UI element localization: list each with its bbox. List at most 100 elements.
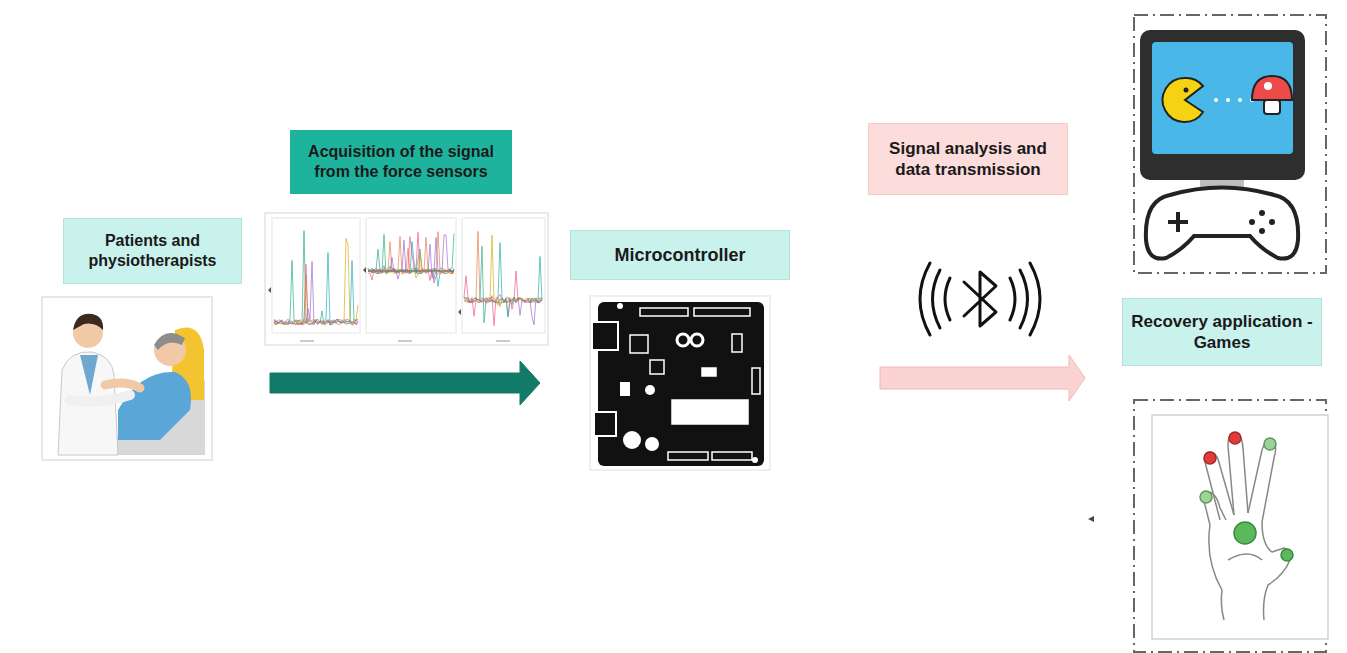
game-icon: [1249, 219, 1255, 225]
game-icon: [1269, 219, 1275, 225]
microcontroller-board: [620, 382, 630, 396]
application-label-box: Recovery application - Games: [1122, 298, 1322, 366]
node-frame: Patients and physiotherapists: [42, 218, 242, 460]
hand-icon: [1204, 452, 1216, 464]
signal-traces: [464, 271, 542, 326]
microcontroller-board: [592, 322, 618, 350]
game-icon: [1252, 76, 1292, 100]
bluetooth-symbol: [1010, 278, 1015, 320]
microcontroller-board: [645, 385, 655, 395]
node-frame: Microcontroller: [570, 230, 790, 470]
signal-traces: [274, 238, 358, 324]
hand-icon: [1203, 492, 1226, 590]
node-label: Recovery application - Games: [1131, 311, 1313, 354]
node-label: Acquisition of the signal from the force…: [299, 142, 503, 182]
hand-icon: [1200, 491, 1212, 503]
node-frame: Recovery application - Games: [1122, 298, 1322, 398]
signal-plot: [265, 213, 548, 345]
bluetooth-symbol: [945, 278, 950, 320]
bluetooth-symbol: [920, 263, 1040, 335]
hand-icon: [1152, 415, 1328, 639]
hand-icon: [1262, 522, 1290, 620]
signal-traces: [368, 232, 454, 283]
hand-icon: [1264, 438, 1276, 450]
game-icon: [1264, 82, 1272, 90]
microcontroller-board: [650, 360, 664, 374]
flow-arrow: [880, 355, 1085, 401]
game-icon: [1259, 210, 1265, 216]
microcontroller-board: [630, 308, 760, 460]
process-label-box: Acquisition of the signal from the force…: [290, 130, 512, 194]
microcontroller-board: [694, 308, 750, 316]
patient-illustration: [80, 355, 98, 395]
small-marker: [1088, 516, 1094, 522]
game-icon: [1264, 100, 1280, 114]
game-icon: [1134, 15, 1326, 273]
bluetooth-symbol: [1030, 263, 1040, 335]
microcontroller-board: [732, 334, 742, 352]
signal-plot: [272, 218, 360, 333]
patient-illustration: [105, 383, 140, 388]
actor-label-box: Patients and physiotherapists: [63, 218, 242, 284]
hand-icon: [1234, 522, 1256, 544]
patient-illustration: [42, 297, 212, 460]
node-label: Microcontroller: [614, 244, 745, 267]
game-icon: [1226, 98, 1230, 102]
signal-plot: [366, 218, 456, 333]
game-icon: [1238, 98, 1242, 102]
game-icon: [1152, 42, 1293, 154]
microcontroller-board: [598, 302, 764, 466]
signal-plot: [265, 213, 548, 345]
microcontroller-board: [702, 368, 716, 376]
bluetooth-symbol: [1020, 270, 1028, 328]
hand-icon: [1248, 440, 1276, 522]
game-icon: [1214, 98, 1254, 102]
game-icon: [1146, 188, 1298, 259]
microcontroller-board: [752, 368, 760, 394]
microcontroller-board: [617, 303, 623, 309]
signal-plot: [268, 267, 461, 315]
game-icon: [1184, 88, 1189, 93]
bluetooth-symbol: [964, 272, 996, 326]
bluetooth-symbol: [920, 263, 930, 335]
game-icon: [1163, 78, 1203, 122]
node-label: Patients and physiotherapists: [72, 231, 233, 271]
flow-arrow: [270, 361, 540, 405]
signal-traces: [274, 231, 358, 325]
hand-icon: [1228, 433, 1248, 515]
node-frame: Signal analysis and data transmission: [868, 123, 1068, 195]
hand-icon: [1221, 590, 1224, 620]
microcontroller-board: [623, 431, 641, 449]
node-frame: Acquisition of the signal from the force…: [290, 130, 512, 194]
microcontroller-board: [594, 412, 616, 436]
game-icon: [1214, 98, 1218, 102]
microcontroller-board: [677, 334, 689, 346]
hand-icon: [1203, 433, 1290, 620]
signal-traces: [274, 231, 542, 326]
bluetooth-symbol: [933, 270, 941, 328]
signal-traces: [274, 264, 358, 324]
signal-traces: [464, 243, 542, 317]
hand-icon: [1281, 549, 1293, 561]
signal-plot: [300, 341, 510, 342]
microcontroller-board: [590, 296, 770, 470]
microcontroller-board: [712, 452, 752, 460]
node-label: Signal analysis and data transmission: [877, 138, 1059, 181]
game-icon: [1134, 15, 1326, 273]
signal-traces: [464, 246, 542, 322]
microcontroller-board: [672, 400, 748, 424]
process-label-box: Signal analysis and data transmission: [868, 123, 1068, 195]
component-label-box: Microcontroller: [570, 230, 790, 280]
signal-plot: [462, 218, 545, 333]
signal-traces: [368, 252, 454, 278]
hand-icon: [1134, 400, 1328, 652]
microcontroller-board: [677, 334, 703, 346]
microcontroller-board: [752, 457, 758, 463]
microcontroller-board: [691, 334, 703, 346]
hand-icon: [1229, 432, 1241, 444]
patient-illustration: [154, 333, 185, 350]
patient-illustration: [42, 297, 212, 460]
patient-illustration: [70, 395, 130, 402]
game-icon: [1168, 212, 1188, 232]
